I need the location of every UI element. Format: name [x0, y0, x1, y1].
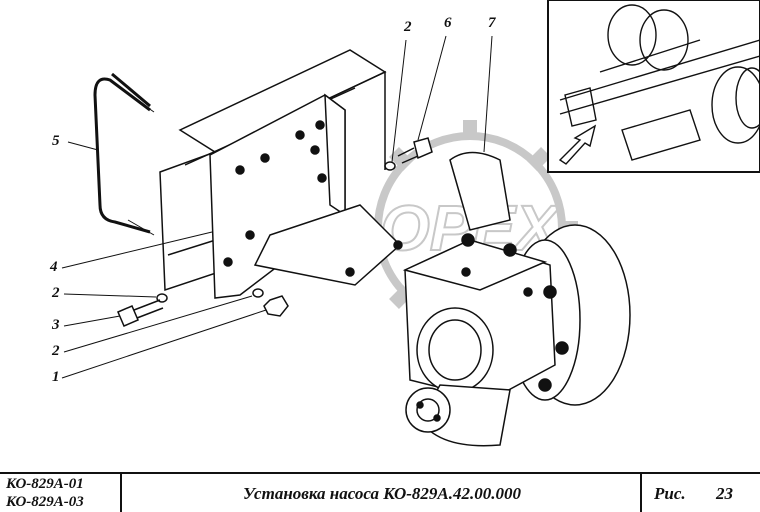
model-code-1: КО-829А-01: [6, 476, 84, 492]
figure-number: 23: [716, 484, 733, 503]
pump-installation-drawing: OPEX: [61, 0, 760, 447]
nut-1: [263, 295, 289, 317]
lock-washer-2a: [156, 293, 168, 303]
callout-3: 3: [52, 317, 60, 333]
callout-5: 5: [52, 133, 60, 149]
callout-7: 7: [488, 15, 496, 31]
callout-4: 4: [50, 259, 58, 275]
inset-truck-view: [547, 0, 760, 173]
lock-washer-2b: [252, 288, 264, 298]
drawing-title: Установка насоса КО-829А.42.00.000: [243, 484, 521, 503]
callout-2c: 2: [404, 19, 412, 35]
callout-6: 6: [444, 15, 452, 31]
u-bolt: [93, 72, 155, 236]
bolt-6: [397, 137, 433, 164]
pump-assembly: [402, 151, 631, 447]
title-block: КО-829А-01 КО-829А-03 Установка насоса К…: [0, 472, 760, 512]
callout-2a: 2: [52, 285, 60, 301]
callout-2b: 2: [52, 343, 60, 359]
figure-label: Рис.: [654, 484, 686, 503]
model-code-2: КО-829А-03: [6, 494, 84, 510]
bolt-3: [117, 299, 164, 327]
title-cell: Установка насоса КО-829А.42.00.000: [122, 474, 642, 512]
model-cell: КО-829А-01 КО-829А-03: [0, 474, 122, 512]
leader-lines: [61, 35, 493, 379]
lock-washer-2c: [384, 161, 396, 171]
figure-cell: Рис. 23: [642, 474, 760, 512]
mounting-bracket: [209, 93, 403, 299]
callout-1: 1: [52, 369, 60, 385]
